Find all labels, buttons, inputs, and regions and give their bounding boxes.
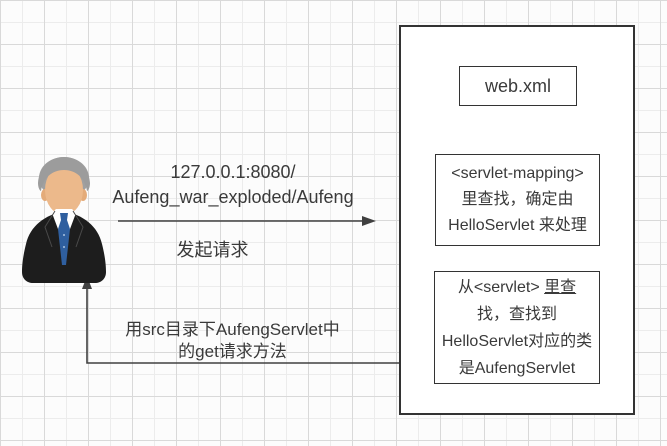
servlet-mapping-node: <servlet-mapping> 里查找，确定由 HelloServlet 来… (435, 154, 600, 246)
webxml-node: web.xml (459, 66, 577, 106)
servlet-line1: 从<servlet> 里查 (458, 274, 576, 301)
servlet-line4: 是AufengServlet (458, 359, 576, 377)
request-action-label: 发起请求 (176, 240, 249, 260)
hair-front (38, 157, 90, 191)
response-label: 用src目录下AufengServlet中 的get请求方法 (95, 319, 370, 363)
mapping-line1: <servlet-mapping> (451, 165, 584, 182)
lapel-right (72, 210, 84, 248)
tie-dot (63, 246, 65, 248)
tie (58, 220, 70, 265)
servlet-line3: HelloServlet对应的类 (441, 332, 593, 350)
response-line2: 的get请求方法 (178, 342, 287, 361)
face (45, 165, 83, 215)
response-line1: 用src目录下AufengServlet中 (125, 320, 340, 339)
request-url-line2: Aufeng_war_exploded/Aufeng (112, 187, 354, 207)
tie-dot (63, 234, 65, 236)
request-url-line1: 127.0.0.1:8080/ (170, 162, 296, 182)
mapping-line2: 里查找，确定由 (461, 191, 574, 208)
servlet-line1-prefix: 从<servlet> (457, 278, 545, 296)
request-url: 127.0.0.1:8080/ Aufeng_war_exploded/Aufe… (108, 160, 358, 210)
user-avatar (22, 157, 106, 283)
webxml-label: web.xml (484, 75, 551, 96)
servlet-line1-underlined: 里查 (544, 278, 577, 296)
request-arrow (118, 216, 376, 226)
lapel-left (44, 210, 56, 248)
servlet-line2: 找，查找到 (476, 305, 557, 323)
tie-knot (60, 213, 68, 220)
mapping-line3: HelloServlet 来处理 (448, 217, 587, 234)
servlet-lookup-node: 从<servlet> 里查 找，查找到 HelloServlet对应的类 是Au… (434, 271, 600, 384)
